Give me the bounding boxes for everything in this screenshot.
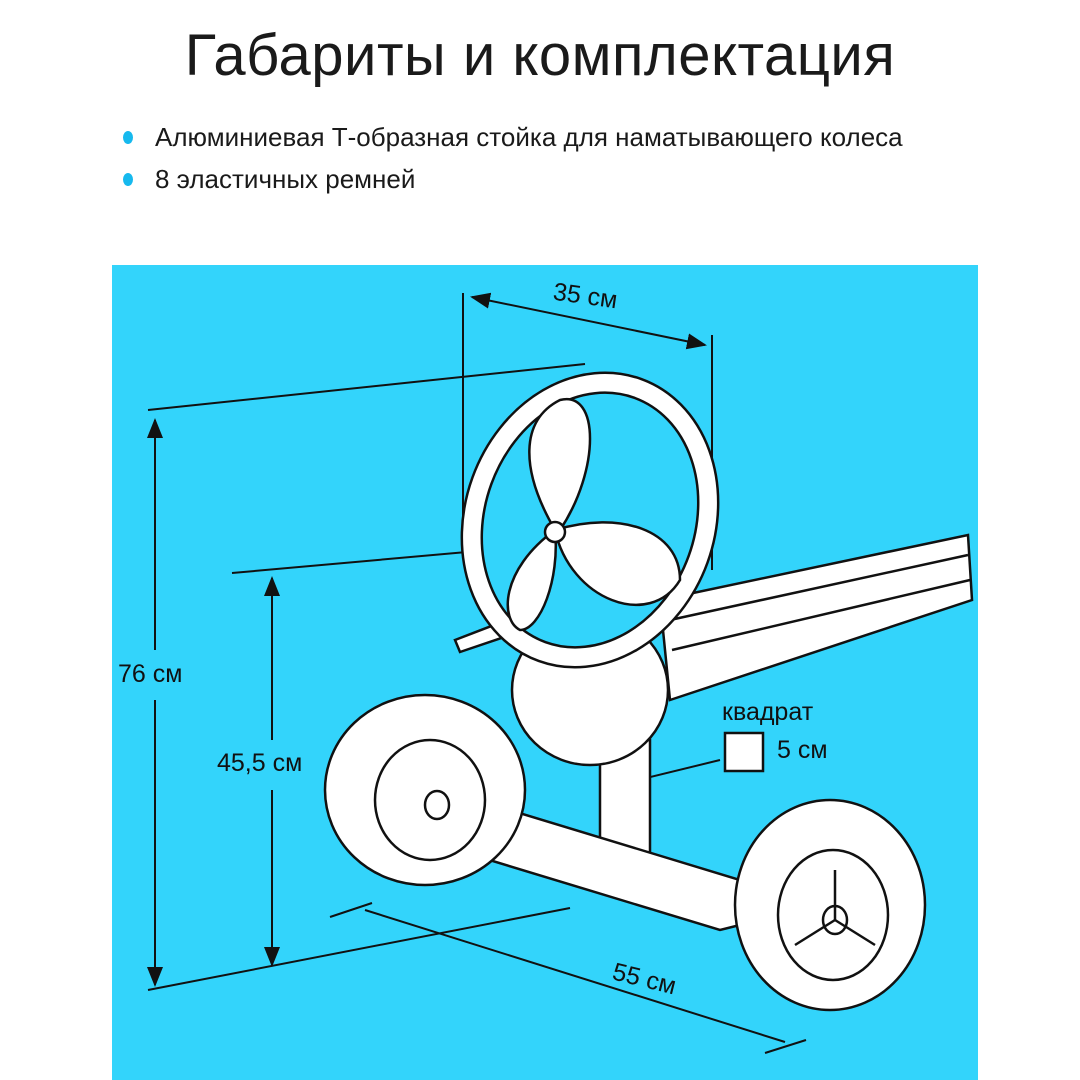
dim-76-top (147, 363, 586, 411)
page-title: Габариты и комплектация (184, 23, 896, 88)
total-height-label: 76 см (118, 658, 183, 691)
bullet-icon (123, 131, 133, 144)
dim-76-bottom (147, 907, 571, 991)
profile-label: квадрат (722, 698, 814, 726)
dim-55-right (764, 1039, 807, 1054)
list-item: 8 эластичных ремней (120, 158, 945, 200)
profile-square (723, 731, 765, 773)
list-item-text: 8 эластичных ремней (155, 164, 416, 194)
tube-bar (658, 533, 974, 702)
bullet-icon (123, 173, 133, 186)
profile-size-label: 5 см (777, 736, 828, 764)
feature-list: Алюминиевая Т-образная стойка для наматы… (120, 116, 945, 200)
dim-35-arrow (470, 292, 707, 350)
dim-55-line (364, 909, 786, 1043)
dim-55-left (329, 902, 373, 918)
list-item-text: Алюминиевая Т-образная стойка для наматы… (155, 122, 903, 152)
list-item: Алюминиевая Т-образная стойка для наматы… (120, 116, 945, 158)
axis-height-label: 45,5 см (217, 747, 303, 780)
